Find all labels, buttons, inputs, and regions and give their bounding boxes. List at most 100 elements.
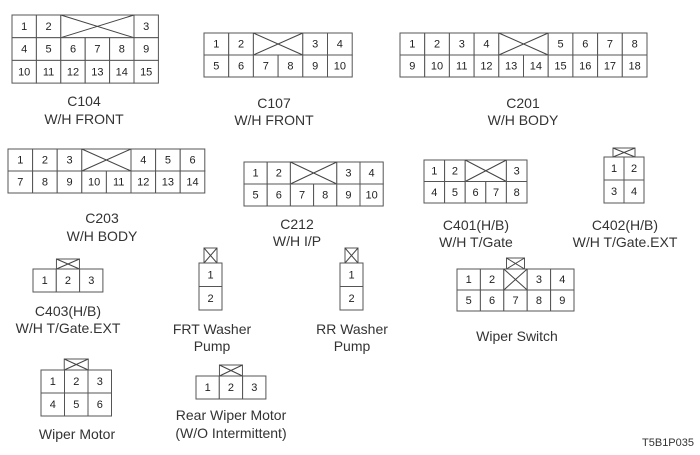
pin-cell — [198, 286, 223, 311]
pin-number: 2 — [42, 155, 48, 167]
pin-number: 2 — [276, 168, 282, 180]
connector-location: (W/O Intermittent) — [175, 425, 286, 441]
pin-number: 3 — [312, 39, 318, 51]
blank-x-icon — [253, 32, 304, 56]
pin-number: 6 — [70, 44, 76, 56]
pin-number: 8 — [536, 295, 542, 307]
blank-x-icon — [81, 148, 132, 172]
lock-tab-x-icon — [612, 147, 636, 158]
pin-cell — [79, 268, 104, 293]
pin-number: 5 — [452, 187, 458, 199]
pin-number: 6 — [97, 399, 103, 411]
pin-number: 6 — [489, 295, 495, 307]
pin-number: 10 — [431, 61, 443, 73]
pin-number: 4 — [431, 187, 437, 199]
pin-number: 4 — [483, 39, 489, 51]
pin-number: 1 — [409, 39, 415, 51]
pin-number: 7 — [263, 61, 269, 73]
connector-name: C403(H/B) — [35, 303, 101, 319]
lock-tab-x-icon — [64, 358, 89, 371]
pin-number: 8 — [514, 187, 520, 199]
pin-number: 10 — [18, 66, 30, 78]
pin-cell — [327, 54, 353, 78]
connector-location: W/H T/Gate.EXT — [16, 320, 121, 336]
pin-number: 9 — [312, 61, 318, 73]
pin-number: 13 — [91, 66, 103, 78]
pin-number: 1 — [207, 269, 213, 281]
pin-number: 6 — [582, 39, 588, 51]
pin-number: 2 — [65, 275, 71, 287]
connector-name: FRT Washer — [173, 321, 252, 337]
pin-number: 1 — [50, 376, 56, 388]
pin-number: 1 — [213, 39, 219, 51]
pin-number: 8 — [632, 39, 638, 51]
pin-number: 14 — [186, 177, 198, 189]
connector-name: C402(H/B) — [592, 217, 658, 233]
pin-number: 14 — [530, 61, 542, 73]
pin-cell — [623, 179, 645, 204]
lock-tab-x-icon — [203, 247, 218, 264]
pin-number: 5 — [46, 44, 52, 56]
pin-number: 18 — [629, 61, 641, 73]
pin-number: 12 — [137, 177, 149, 189]
pin-number: 4 — [369, 168, 375, 180]
pin-number: 2 — [228, 382, 234, 394]
pin-number: 2 — [434, 39, 440, 51]
connector-name: C104 — [67, 93, 101, 109]
pin-number: 9 — [66, 177, 72, 189]
pin-number: 6 — [276, 190, 282, 202]
connector-location: W/H BODY — [488, 112, 559, 128]
pin-cell — [339, 286, 364, 311]
pin-number: 7 — [493, 187, 499, 199]
pin-number: 1 — [17, 155, 23, 167]
pin-number: 3 — [611, 186, 617, 198]
pin-number: 5 — [73, 399, 79, 411]
pin-number: 1 — [611, 163, 617, 175]
connector-name: RR Washer — [316, 321, 388, 337]
figure-code: T5B1P035 — [642, 437, 694, 449]
pin-cell — [505, 181, 528, 204]
pin-number: 11 — [113, 177, 124, 189]
pin-number: 15 — [554, 61, 566, 73]
pin-number: 10 — [334, 61, 346, 73]
pin-number: 1 — [21, 21, 27, 33]
connector-name: Wiper Switch — [476, 328, 558, 344]
pin-number: 9 — [345, 190, 351, 202]
pin-number: 9 — [559, 295, 565, 307]
connector-location: W/H T/Gate — [439, 234, 513, 250]
connector-location: Pump — [194, 338, 231, 354]
lock-tab-x-icon — [219, 364, 243, 377]
pin-number: 9 — [409, 61, 415, 73]
connector-name: Wiper Motor — [39, 426, 116, 442]
pin-cell — [621, 54, 648, 78]
pin-number: 10 — [365, 190, 377, 202]
pin-number: 3 — [459, 39, 465, 51]
pin-cell — [133, 59, 159, 84]
pin-number: 12 — [67, 66, 79, 78]
pin-number: 1 — [253, 168, 259, 180]
pin-number: 7 — [512, 295, 518, 307]
pin-number: 3 — [514, 165, 520, 177]
blank-x-icon — [60, 14, 135, 39]
pin-number: 10 — [88, 177, 100, 189]
pin-number: 4 — [559, 274, 565, 286]
pin-number: 13 — [505, 61, 517, 73]
pin-cell — [550, 289, 575, 312]
pin-cell — [359, 183, 384, 207]
pin-number: 1 — [205, 382, 211, 394]
pin-number: 2 — [73, 376, 79, 388]
pin-number: 12 — [480, 61, 492, 73]
pin-number: 2 — [348, 293, 354, 305]
pin-number: 1 — [431, 165, 437, 177]
connector-location: W/H T/Gate.EXT — [573, 234, 678, 250]
connector-name: C107 — [257, 95, 291, 111]
pin-number: 8 — [322, 190, 328, 202]
pin-number: 8 — [119, 44, 125, 56]
